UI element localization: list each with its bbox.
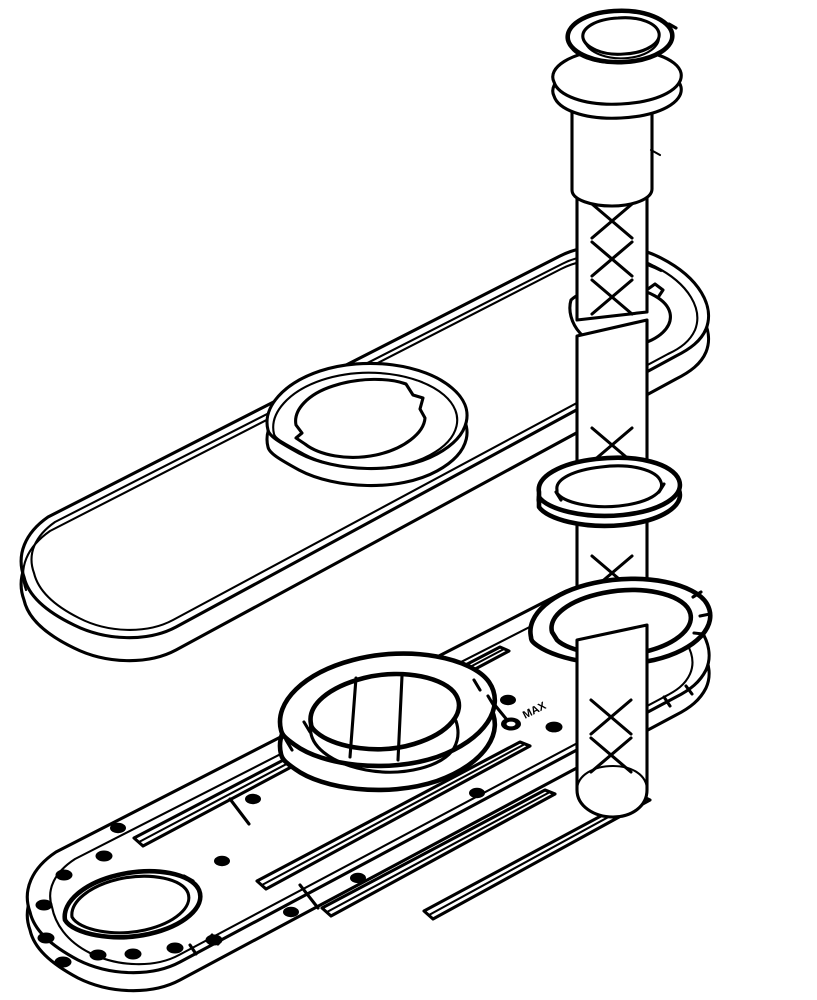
splined-collar-bore-depth bbox=[309, 719, 460, 774]
spout-flange-top bbox=[551, 47, 683, 106]
shank-tail-body bbox=[575, 623, 649, 819]
lock-ring bbox=[536, 455, 683, 529]
spout-barrel-tick bbox=[649, 148, 662, 157]
shank-tail-end-ellipse bbox=[575, 764, 649, 792]
base-plate-cross-rib-1 bbox=[228, 797, 251, 826]
escutcheon-keyed-opening bbox=[294, 377, 427, 459]
escutcheon-boss bbox=[265, 361, 469, 488]
spout-top-bore bbox=[581, 16, 661, 56]
splined-collar-bore bbox=[308, 671, 462, 752]
mounting-base-plate: MAX bbox=[25, 576, 713, 993]
base-plate-rim-notch-right bbox=[662, 684, 694, 708]
splined-collar-splines bbox=[348, 674, 404, 762]
spout-rim-tick bbox=[667, 22, 678, 30]
base-plate-perimeter-holes bbox=[35, 850, 223, 968]
spout-shank-top bbox=[551, 8, 683, 208]
base-through-hole-tick bbox=[182, 874, 195, 883]
splined-collar bbox=[277, 651, 497, 793]
base-plate-rib-2-crease bbox=[260, 742, 527, 887]
shank-thread-marks-upper bbox=[590, 202, 634, 316]
base-plate-cross-rib-2 bbox=[298, 883, 320, 910]
threaded-shank-tail bbox=[575, 623, 649, 819]
emboss-marker-dot-center bbox=[506, 721, 516, 727]
escutcheon-shank-hole-notch bbox=[646, 282, 665, 298]
shank-thread-marks-tail bbox=[589, 698, 633, 774]
lock-ring-inner-bore bbox=[555, 464, 664, 509]
lock-ring-tick-left bbox=[554, 490, 563, 502]
threaded-shank-upper bbox=[575, 178, 649, 322]
base-plate-rim-notch-left bbox=[188, 933, 220, 956]
base-through-hole-bore bbox=[70, 874, 191, 935]
spout-barrel bbox=[570, 98, 654, 208]
escutcheon-inner-rim bbox=[30, 253, 699, 631]
spout-bore-depth bbox=[583, 34, 661, 60]
escutcheon-boss-rim-echo bbox=[272, 371, 459, 470]
splined-collar-lugs bbox=[284, 678, 496, 752]
escutcheon-left-edge-b bbox=[22, 575, 76, 627]
escutcheon-left-edge-a bbox=[20, 515, 50, 579]
shank-ring-boss-lugs bbox=[691, 590, 712, 636]
base-through-hole bbox=[62, 868, 203, 940]
lock-ring-tick-right bbox=[657, 482, 666, 494]
base-plate-rim-notches bbox=[188, 684, 694, 956]
base-plate-rib-3-crease bbox=[325, 790, 552, 914]
